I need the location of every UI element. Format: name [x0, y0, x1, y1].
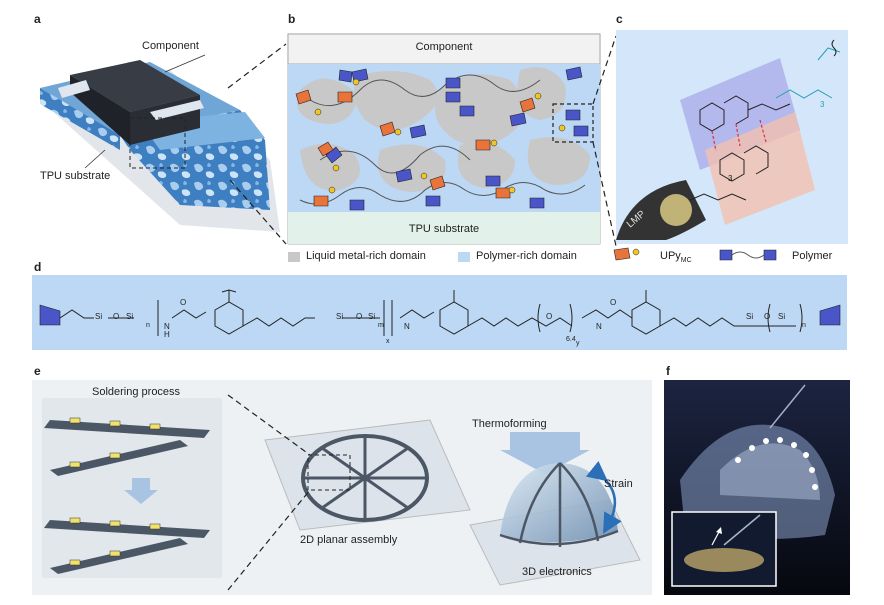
- atom-n-2: N: [404, 322, 410, 331]
- panel-c-chemistry: [616, 30, 848, 244]
- polymer-legend-icon: [719, 249, 777, 261]
- atom-n-1: N: [164, 322, 170, 331]
- atom-o-4: O: [546, 312, 553, 321]
- legend-liquid-metal: Liquid metal-rich domain: [306, 250, 426, 262]
- electronics-label: 3D electronics: [522, 566, 592, 578]
- subscript-m: m: [378, 322, 384, 329]
- atom-si-2: Si: [126, 312, 134, 321]
- soldering-label: Soldering process: [92, 386, 181, 398]
- upy-legend-icon: [613, 247, 631, 261]
- legend-polymer: Polymer: [792, 250, 833, 262]
- subscript-x: x: [386, 338, 390, 345]
- legend-polymer-domain: Polymer-rich domain: [476, 250, 577, 262]
- subscript-y: y: [576, 340, 580, 347]
- panel-label-d: d: [34, 260, 42, 274]
- component-label-b: Component: [415, 41, 473, 53]
- panel-b-diagram: [287, 33, 601, 262]
- zoom-line-a-top: [227, 43, 287, 89]
- atom-si-5: Si: [746, 312, 754, 321]
- atom-o-2: O: [180, 298, 187, 307]
- panel-label-c: c: [616, 12, 623, 26]
- planar-assembly-label: 2D planar assembly: [300, 534, 398, 546]
- subscript-n-1: n: [146, 322, 150, 329]
- substrate-label-b: TPU substrate: [408, 223, 480, 235]
- panel-label-b: b: [288, 12, 296, 26]
- subscript-3-top: 3: [820, 100, 825, 109]
- legend-upy: UPyMC: [660, 250, 692, 264]
- atom-o-1: O: [113, 312, 120, 321]
- zoom-line-e-bottom: [227, 489, 311, 591]
- atom-si-4: Si: [368, 312, 376, 321]
- panel-d-chemical-structure: [32, 275, 847, 350]
- atom-h-1: H: [164, 330, 170, 339]
- substrate-label-a: TPU substrate: [40, 170, 111, 182]
- subscript-3-bottom: 3: [728, 174, 733, 183]
- atom-si-3: Si: [336, 312, 344, 321]
- legend-upy-sub: MC: [680, 257, 692, 265]
- zoom-line-b-bottom: [592, 141, 617, 247]
- strain-label: Strain: [604, 478, 633, 490]
- zoom-box-a: [129, 117, 186, 169]
- upy-dot-icon: [632, 248, 640, 256]
- atom-o-6: O: [764, 312, 771, 321]
- zoom-line-a-bottom: [229, 179, 287, 245]
- subscript-6-4: 6.4: [566, 336, 576, 343]
- thermoforming-label: Thermoforming: [472, 418, 547, 430]
- panel-a-illustration: [40, 54, 280, 232]
- atom-o-5: O: [610, 298, 617, 307]
- panel-label-e: e: [34, 364, 41, 378]
- component-label-a: Component: [142, 40, 199, 52]
- panel-label-a: a: [34, 12, 41, 26]
- zoom-line-b-top: [592, 35, 617, 105]
- panel-e-illustration: [32, 380, 652, 595]
- atom-si-6: Si: [778, 312, 786, 321]
- legend-upy-text: UPy: [660, 250, 681, 262]
- subscript-n-2: n: [802, 322, 806, 329]
- atom-si-1: Si: [95, 312, 103, 321]
- zoom-line-e-top: [227, 394, 311, 456]
- panel-f-photo: [664, 380, 850, 595]
- atom-n-3: N: [596, 322, 602, 331]
- panel-label-f: f: [666, 364, 670, 378]
- atom-o-3: O: [356, 312, 363, 321]
